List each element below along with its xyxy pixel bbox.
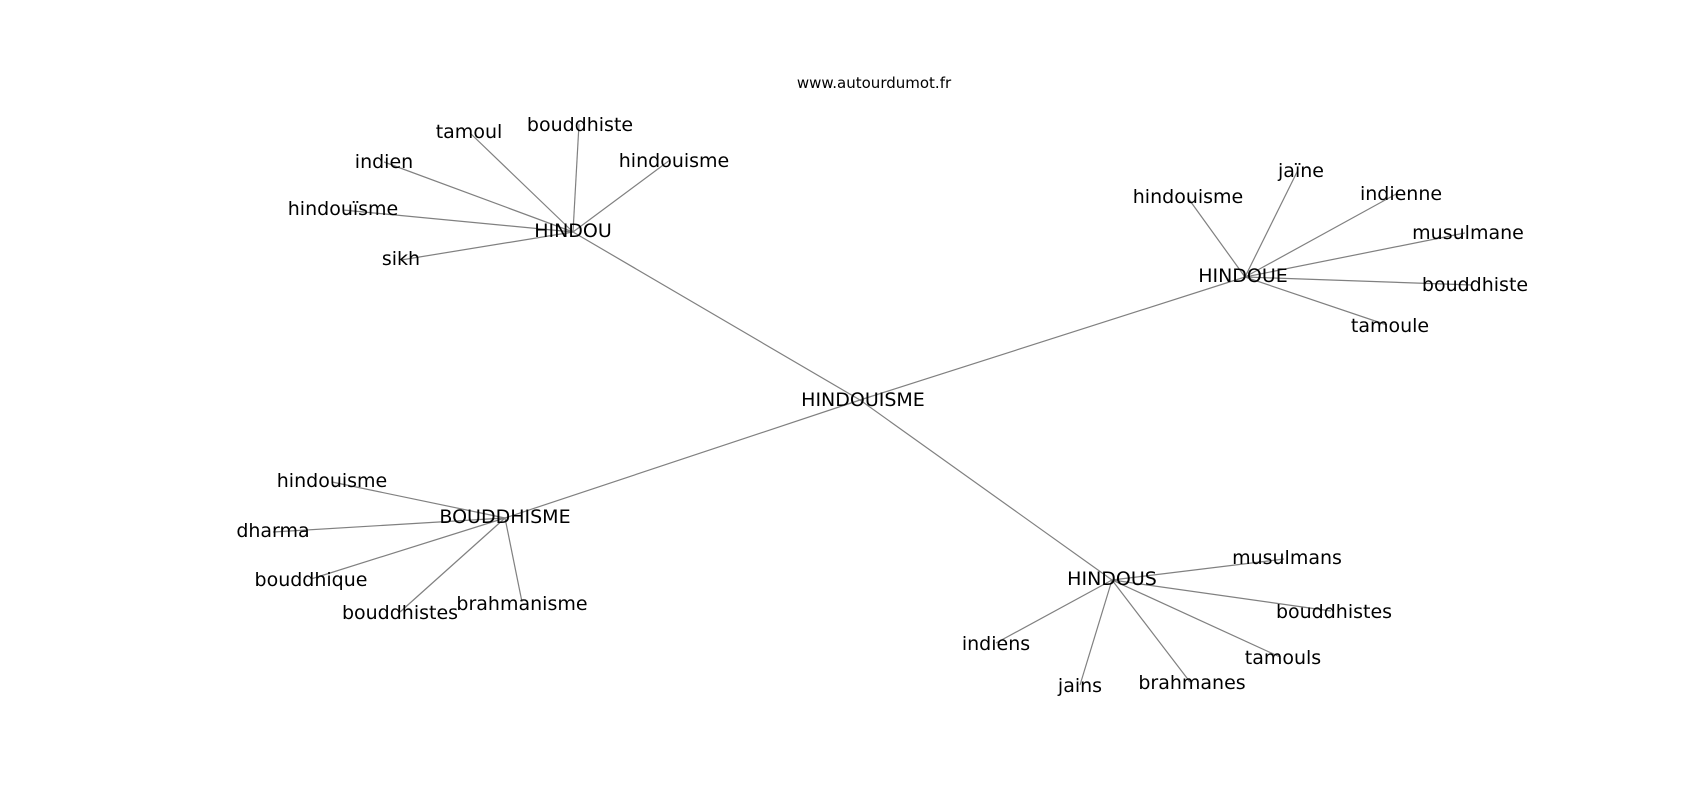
edge-hindous-leaf-3	[995, 579, 1113, 644]
edge-hindou-leaf-0	[469, 132, 574, 233]
hub-label-hindou[interactable]: HINDOU	[534, 220, 612, 242]
edge-hindous-leaf-1	[1111, 579, 1332, 612]
edge-center-hindous	[859, 399, 1113, 581]
edge-hindous-leaf-5	[1111, 579, 1191, 683]
edge-hindoue-leaf-0	[1244, 169, 1299, 278]
leaf-label[interactable]: brahmanisme	[456, 593, 587, 615]
leaf-label[interactable]: tamoule	[1351, 315, 1429, 337]
source-label: www.autourdumot.fr	[797, 74, 952, 92]
hub-label-bouddhisme[interactable]: BOUDDHISME	[439, 506, 570, 528]
leaf-label[interactable]: jains	[1057, 675, 1102, 697]
hub-label-hindous[interactable]: HINDOUS	[1067, 568, 1157, 590]
leaf-label[interactable]: indienne	[1360, 183, 1442, 205]
center-node-label[interactable]: HINDOUISME	[801, 389, 925, 411]
leaf-label[interactable]: tamoul	[436, 121, 503, 143]
edge-hindous-leaf-4	[1079, 579, 1113, 686]
leaf-label[interactable]: bouddhistes	[1276, 601, 1392, 623]
edge-hindou-leaf-4	[342, 209, 574, 233]
edge-bouddhisme-leaf-1	[272, 517, 506, 533]
leaf-label[interactable]: dharma	[236, 520, 309, 542]
edge-hindoue-leaf-4	[1244, 276, 1473, 286]
edge-center-hindou	[572, 231, 861, 401]
leaf-label[interactable]: musulmane	[1412, 222, 1524, 244]
edge-center-bouddhisme	[504, 399, 861, 519]
leaf-label[interactable]: hindouisme	[277, 470, 387, 492]
leaf-label[interactable]: bouddhiste	[527, 114, 633, 136]
leaf-label[interactable]: jaïne	[1277, 160, 1324, 182]
edge-hindoue-leaf-3	[1244, 232, 1466, 278]
leaf-label[interactable]: indiens	[962, 633, 1030, 655]
edges-layer	[272, 123, 1473, 686]
edge-center-hindoue	[859, 276, 1246, 401]
edge-hindous-leaf-0	[1111, 558, 1285, 581]
edge-bouddhisme-leaf-3	[399, 517, 506, 613]
leaf-label[interactable]: bouddhiste	[1422, 274, 1528, 296]
edge-hindou-leaf-2	[383, 161, 574, 233]
leaf-label[interactable]: musulmans	[1232, 547, 1342, 569]
leaf-label[interactable]: hindouisme	[1133, 186, 1243, 208]
edge-bouddhisme-leaf-2	[310, 517, 506, 580]
edge-hindoue-leaf-2	[1244, 192, 1399, 278]
hub-label-hindoue[interactable]: HINDOUE	[1198, 265, 1288, 287]
edge-hindou-leaf-3	[572, 159, 671, 233]
edge-hindoue-leaf-5	[1244, 276, 1388, 326]
leaf-label[interactable]: tamouls	[1245, 647, 1321, 669]
edge-hindous-leaf-2	[1111, 579, 1281, 658]
leaf-label[interactable]: sikh	[382, 248, 420, 270]
leaf-label[interactable]: hindouïsme	[288, 198, 398, 220]
edge-hindou-leaf-5	[400, 231, 574, 261]
leaf-label[interactable]: bouddhistes	[342, 602, 458, 624]
edge-hindoue-leaf-1	[1187, 197, 1246, 278]
leaf-label[interactable]: bouddhique	[255, 569, 368, 591]
leaf-label[interactable]: brahmanes	[1138, 672, 1245, 694]
leaf-label[interactable]: indien	[355, 151, 413, 173]
edge-hindou-leaf-1	[572, 123, 580, 233]
edge-bouddhisme-leaf-0	[331, 481, 506, 519]
leaf-label[interactable]: hindouisme	[619, 150, 729, 172]
edge-bouddhisme-leaf-4	[504, 517, 523, 603]
